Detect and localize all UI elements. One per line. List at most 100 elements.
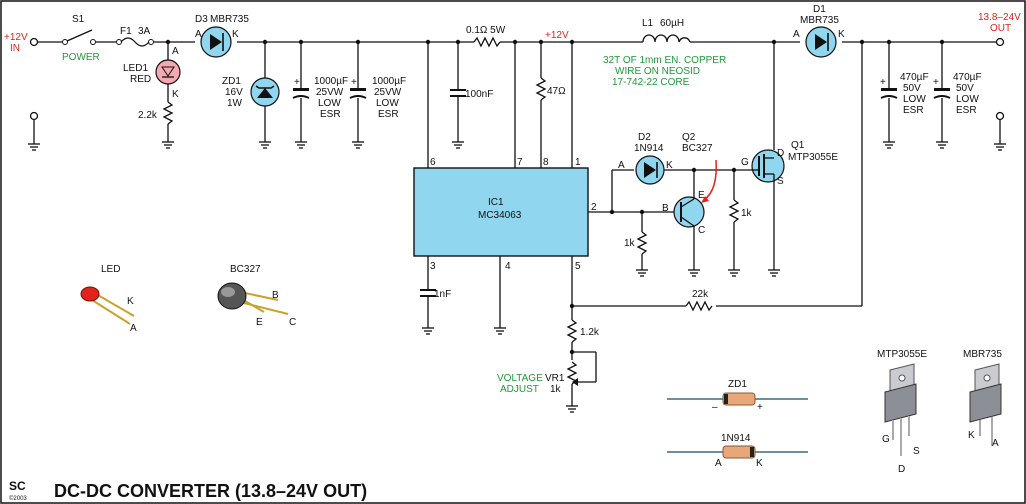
input-terminal (29, 37, 39, 47)
led1-body (155, 59, 181, 85)
fuse-ref: F1 (120, 26, 132, 37)
led1-cathode: K (172, 89, 179, 100)
d2-part: 1N914 (634, 143, 664, 154)
r-47-value: 47Ω (547, 86, 566, 97)
zd1-pinout-title: ZD1 (728, 379, 747, 390)
ic1-pin7: 7 (517, 157, 523, 168)
logo-text: SC (9, 479, 26, 493)
c-out1-value: 470µF (900, 72, 929, 83)
q2-collector: C (698, 225, 705, 236)
inductor-note2: WIRE ON NEOSID (615, 66, 700, 77)
c-out1-type1: LOW (903, 94, 926, 105)
capacitor-c-out1 (880, 88, 898, 99)
mtp-pinout-s: S (913, 446, 920, 457)
mtp-pinout-title: MTP3055E (877, 349, 927, 360)
c-in1-rating: 25VW (316, 87, 344, 98)
d3-anode: A (195, 29, 202, 40)
bc327-pinout-title: BC327 (230, 264, 261, 275)
led-pinout-title: LED (101, 264, 120, 275)
bc327-pinout-c: C (289, 317, 296, 328)
c-in1-value: 1000µF (314, 76, 348, 87)
ic1-pin2: 2 (591, 202, 597, 213)
r-1k-base-value: 1k (624, 238, 636, 249)
r-47-resistor (535, 77, 547, 101)
vr1-label1: VOLTAGE (497, 373, 543, 384)
mosfet-q1 (751, 149, 785, 183)
page-title: DC-DC CONVERTER (13.8–24V OUT) (54, 481, 367, 501)
mtp-pinout-icon (884, 363, 917, 456)
q2-base: B (662, 203, 669, 214)
mtp-pinout-d: D (898, 464, 905, 475)
r-1k-gate-value: 1k (741, 208, 753, 219)
q2-emitter: E (698, 190, 705, 201)
output-out-label: OUT (990, 23, 1011, 34)
d3-cathode: K (232, 29, 239, 40)
c-out2-type1: LOW (956, 94, 979, 105)
c-out1-plus: + (880, 77, 886, 88)
inductor-value: 60µH (660, 18, 684, 29)
ic1-pin3: 3 (430, 261, 436, 272)
d3-part: MBR735 (210, 14, 249, 25)
switch-ref: S1 (72, 14, 85, 25)
capacitor-c-out2 (933, 88, 951, 99)
zener-zd1 (250, 77, 280, 107)
mbr-pinout-k: K (968, 430, 975, 441)
q1-ref: Q1 (791, 140, 805, 151)
ic1-pin1: 1 (575, 157, 581, 168)
r-22k-resistor (685, 300, 713, 312)
input-in-label: IN (10, 43, 20, 54)
led-pinout-k: K (127, 296, 134, 307)
switch-s1 (62, 29, 96, 45)
c-in1-type2: ESR (320, 109, 341, 120)
led1-resistor-value: 2.2k (138, 110, 158, 121)
r-1k2-resistor (566, 319, 578, 343)
n914-pinout-a: A (715, 458, 722, 469)
ground-symbols (28, 141, 1006, 413)
d1-part: MBR735 (800, 15, 839, 26)
q2-part: BC327 (682, 143, 713, 154)
c-in2-rating: 25VW (374, 87, 402, 98)
c-in2-plus: + (351, 77, 357, 88)
inductor-l1 (642, 34, 691, 43)
led1-anode: A (172, 46, 179, 57)
c-in1-type1: LOW (318, 98, 341, 109)
c-in2-type1: LOW (376, 98, 399, 109)
led-pinout-a: A (130, 323, 137, 334)
bc327-pinout-icon (217, 282, 289, 315)
zd1-pinout-minus: – (712, 402, 718, 413)
led1-symbol-icon (161, 66, 175, 77)
c-out1-rating: 50V (903, 83, 921, 94)
led1-color: RED (130, 74, 151, 85)
led1-ref: LED1 (123, 63, 148, 74)
vr1-value: 1k (550, 384, 562, 395)
capacitor-c-in1 (292, 88, 310, 99)
d2-anode: A (618, 160, 625, 171)
zd1-ref: ZD1 (222, 76, 241, 87)
d2-ref: D2 (638, 132, 651, 143)
c-out2-rating: 50V (956, 83, 974, 94)
inductor-note1: 32T OF 1mm EN. COPPER (603, 55, 726, 66)
d1-anode: A (793, 29, 800, 40)
vr1-ref: VR1 (545, 373, 565, 384)
n914-pinout-icon (667, 445, 808, 459)
q1-drain: D (777, 148, 784, 159)
ic1-pin8: 8 (543, 157, 549, 168)
bc327-pinout-b: B (272, 290, 279, 301)
zd1-voltage: 16V (225, 87, 243, 98)
rail-label: +12V (545, 30, 569, 41)
fuse-f1 (116, 37, 154, 47)
fuse-value: 3A (138, 26, 151, 37)
r-2k2-resistor (162, 101, 174, 125)
output-ground-terminal (995, 111, 1005, 121)
c-out2-type2: ESR (956, 105, 977, 116)
input-voltage-label: +12V (4, 32, 28, 43)
ic1-body (413, 167, 589, 257)
ic1-pin6: 6 (430, 157, 436, 168)
bc327-pinout-e: E (256, 317, 263, 328)
n914-pinout-k: K (756, 458, 763, 469)
n914-pinout-title: 1N914 (721, 433, 751, 444)
r-22k-value: 22k (692, 289, 709, 300)
mbr-pinout-title: MBR735 (963, 349, 1002, 360)
led-pinout-icon (80, 286, 135, 325)
